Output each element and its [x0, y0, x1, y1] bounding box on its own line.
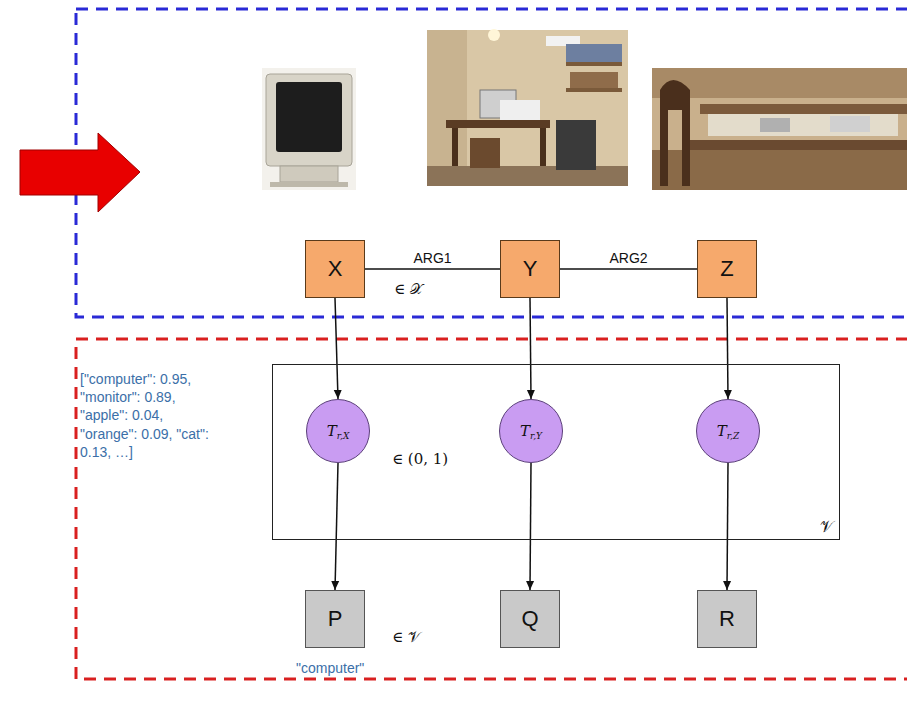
variable-box: Y — [500, 240, 560, 298]
connector — [365, 268, 500, 270]
variable-name: R — [719, 606, 735, 632]
variable-name: Q — [521, 606, 538, 632]
membership-note: ∈ 𝒳 — [394, 280, 423, 298]
desk-photo — [652, 68, 907, 190]
membership-note: ∈ 𝒱 — [392, 628, 421, 646]
connector — [727, 298, 728, 399]
pointer-arrow — [20, 133, 140, 212]
connector — [530, 298, 531, 399]
variable-box: Z — [697, 240, 757, 298]
latent-region — [76, 339, 907, 679]
variable-box: Q — [500, 590, 560, 648]
observed-region — [76, 9, 907, 317]
variable-box: P — [305, 590, 365, 648]
variable-name: P — [328, 606, 343, 632]
variable-symbol: T — [327, 422, 337, 440]
variable-symbol: T — [520, 422, 530, 440]
variable-name: Y — [523, 256, 538, 282]
variable-name: X — [328, 256, 343, 282]
score-list: ["computer": 0.95, "monitor": 0.89, "app… — [80, 370, 220, 461]
relation-label: ARG1 — [410, 250, 454, 266]
room-photo — [427, 29, 628, 186]
range-note: ∈ (0, 1) — [392, 450, 448, 468]
variable-circle: Tr,Y — [499, 399, 563, 463]
connector — [727, 463, 728, 590]
connector — [560, 268, 697, 270]
variable-subscript: r,Y — [530, 431, 542, 441]
variable-circle: Tr,Z — [696, 399, 760, 463]
plate-name: 𝒱 — [820, 517, 833, 536]
plate-box: 𝒱Tr,XTr,YTr,Z — [272, 364, 840, 540]
variable-symbol: T — [717, 422, 727, 440]
variable-circle: Tr,X — [306, 399, 370, 463]
monitor-photo — [262, 68, 356, 190]
variable-name: Z — [720, 256, 733, 282]
variable-subscript: r,X — [337, 431, 350, 441]
variable-box: R — [697, 590, 757, 648]
observed-word: "computer" — [296, 660, 364, 676]
variable-box: X — [305, 240, 365, 298]
variable-subscript: r,Z — [727, 431, 739, 441]
relation-label: ARG2 — [606, 250, 650, 266]
connector — [335, 463, 338, 590]
connector — [335, 298, 338, 399]
connector — [530, 463, 531, 590]
